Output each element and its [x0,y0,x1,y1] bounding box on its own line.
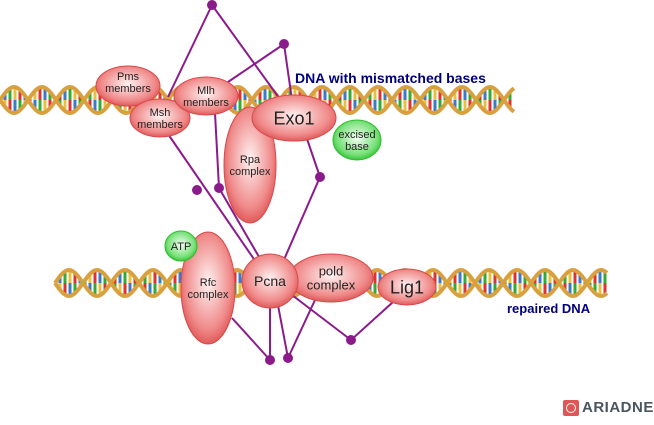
rfc-label: Rfc [200,277,217,289]
node-rpa[interactable] [223,106,277,224]
bottom-dna-label: repaired DNA [507,301,591,316]
edge [291,294,352,341]
node-lig1-text: Lig1 [390,277,424,297]
node-pms[interactable] [95,65,161,107]
edge [167,133,259,266]
junction-dot[interactable] [279,39,289,49]
node-labels: PmsmembersMshmembersMlhmembersRpacomplex… [105,71,424,301]
edge [282,176,321,263]
pcna-shape [241,253,299,309]
junction-dot[interactable] [265,355,275,365]
rfc-label: complex [188,289,229,301]
excised-label: excised [338,129,375,141]
node-pcna[interactable] [241,253,299,309]
mlh-shape [173,76,239,116]
lig1-label: Lig1 [390,277,424,297]
edge [211,4,283,103]
pcna-label: Pcna [254,273,286,289]
node-rfc[interactable] [180,231,236,345]
pms-label: members [105,83,151,95]
node-atp[interactable] [164,230,198,262]
top-dna-label: DNA with mismatched bases [295,70,486,86]
pold-label: pold [319,263,344,278]
mlh-label: members [183,97,229,109]
msh-label: members [137,119,183,131]
node-msh[interactable] [129,98,191,138]
edge [167,4,213,98]
node-excised[interactable] [332,119,382,161]
atp-shape [164,230,198,262]
exo1-shape [251,94,337,142]
edge [276,299,289,359]
junction-dot[interactable] [207,0,217,10]
node-atp-text: ATP [171,241,192,253]
pms-label: Pms [117,71,140,83]
mlh-label: Mlh [197,85,215,97]
exo1-label: Exo1 [273,108,314,128]
pms-shape [95,65,161,107]
edges [167,4,394,361]
node-shapes [95,65,437,345]
logo-icon [563,399,579,416]
rpa-shape [223,106,277,224]
edge [231,317,271,361]
msh-shape [129,98,191,138]
msh-label: Msh [150,107,171,119]
node-lig1[interactable] [377,268,437,306]
node-pcna-text: Pcna [254,273,286,289]
junction-dot[interactable] [315,172,325,182]
junctions [192,0,356,365]
node-exo1-text: Exo1 [273,108,314,128]
ariadne-logo: ARIADNE [563,399,654,416]
node-mlh[interactable] [173,76,239,116]
logo-text: ARIADNE [582,399,654,416]
pold-label: complex [307,278,356,293]
junction-dot[interactable] [214,183,224,193]
excised-label: base [345,141,369,153]
atp-label: ATP [171,241,192,253]
rpa-label: Rpa [240,154,261,166]
edge [227,43,285,83]
dna-strand [0,84,516,116]
rpa-label: complex [230,166,271,178]
edge [350,301,394,341]
junction-dot[interactable] [192,185,202,195]
excised-shape [332,119,382,161]
edge [283,43,293,101]
junction-dot[interactable] [346,335,356,345]
node-exo1[interactable] [251,94,337,142]
edge [214,112,220,189]
edge [218,187,263,263]
junction-dot[interactable] [283,353,293,363]
rfc-shape [180,231,236,345]
lig1-shape [377,268,437,306]
